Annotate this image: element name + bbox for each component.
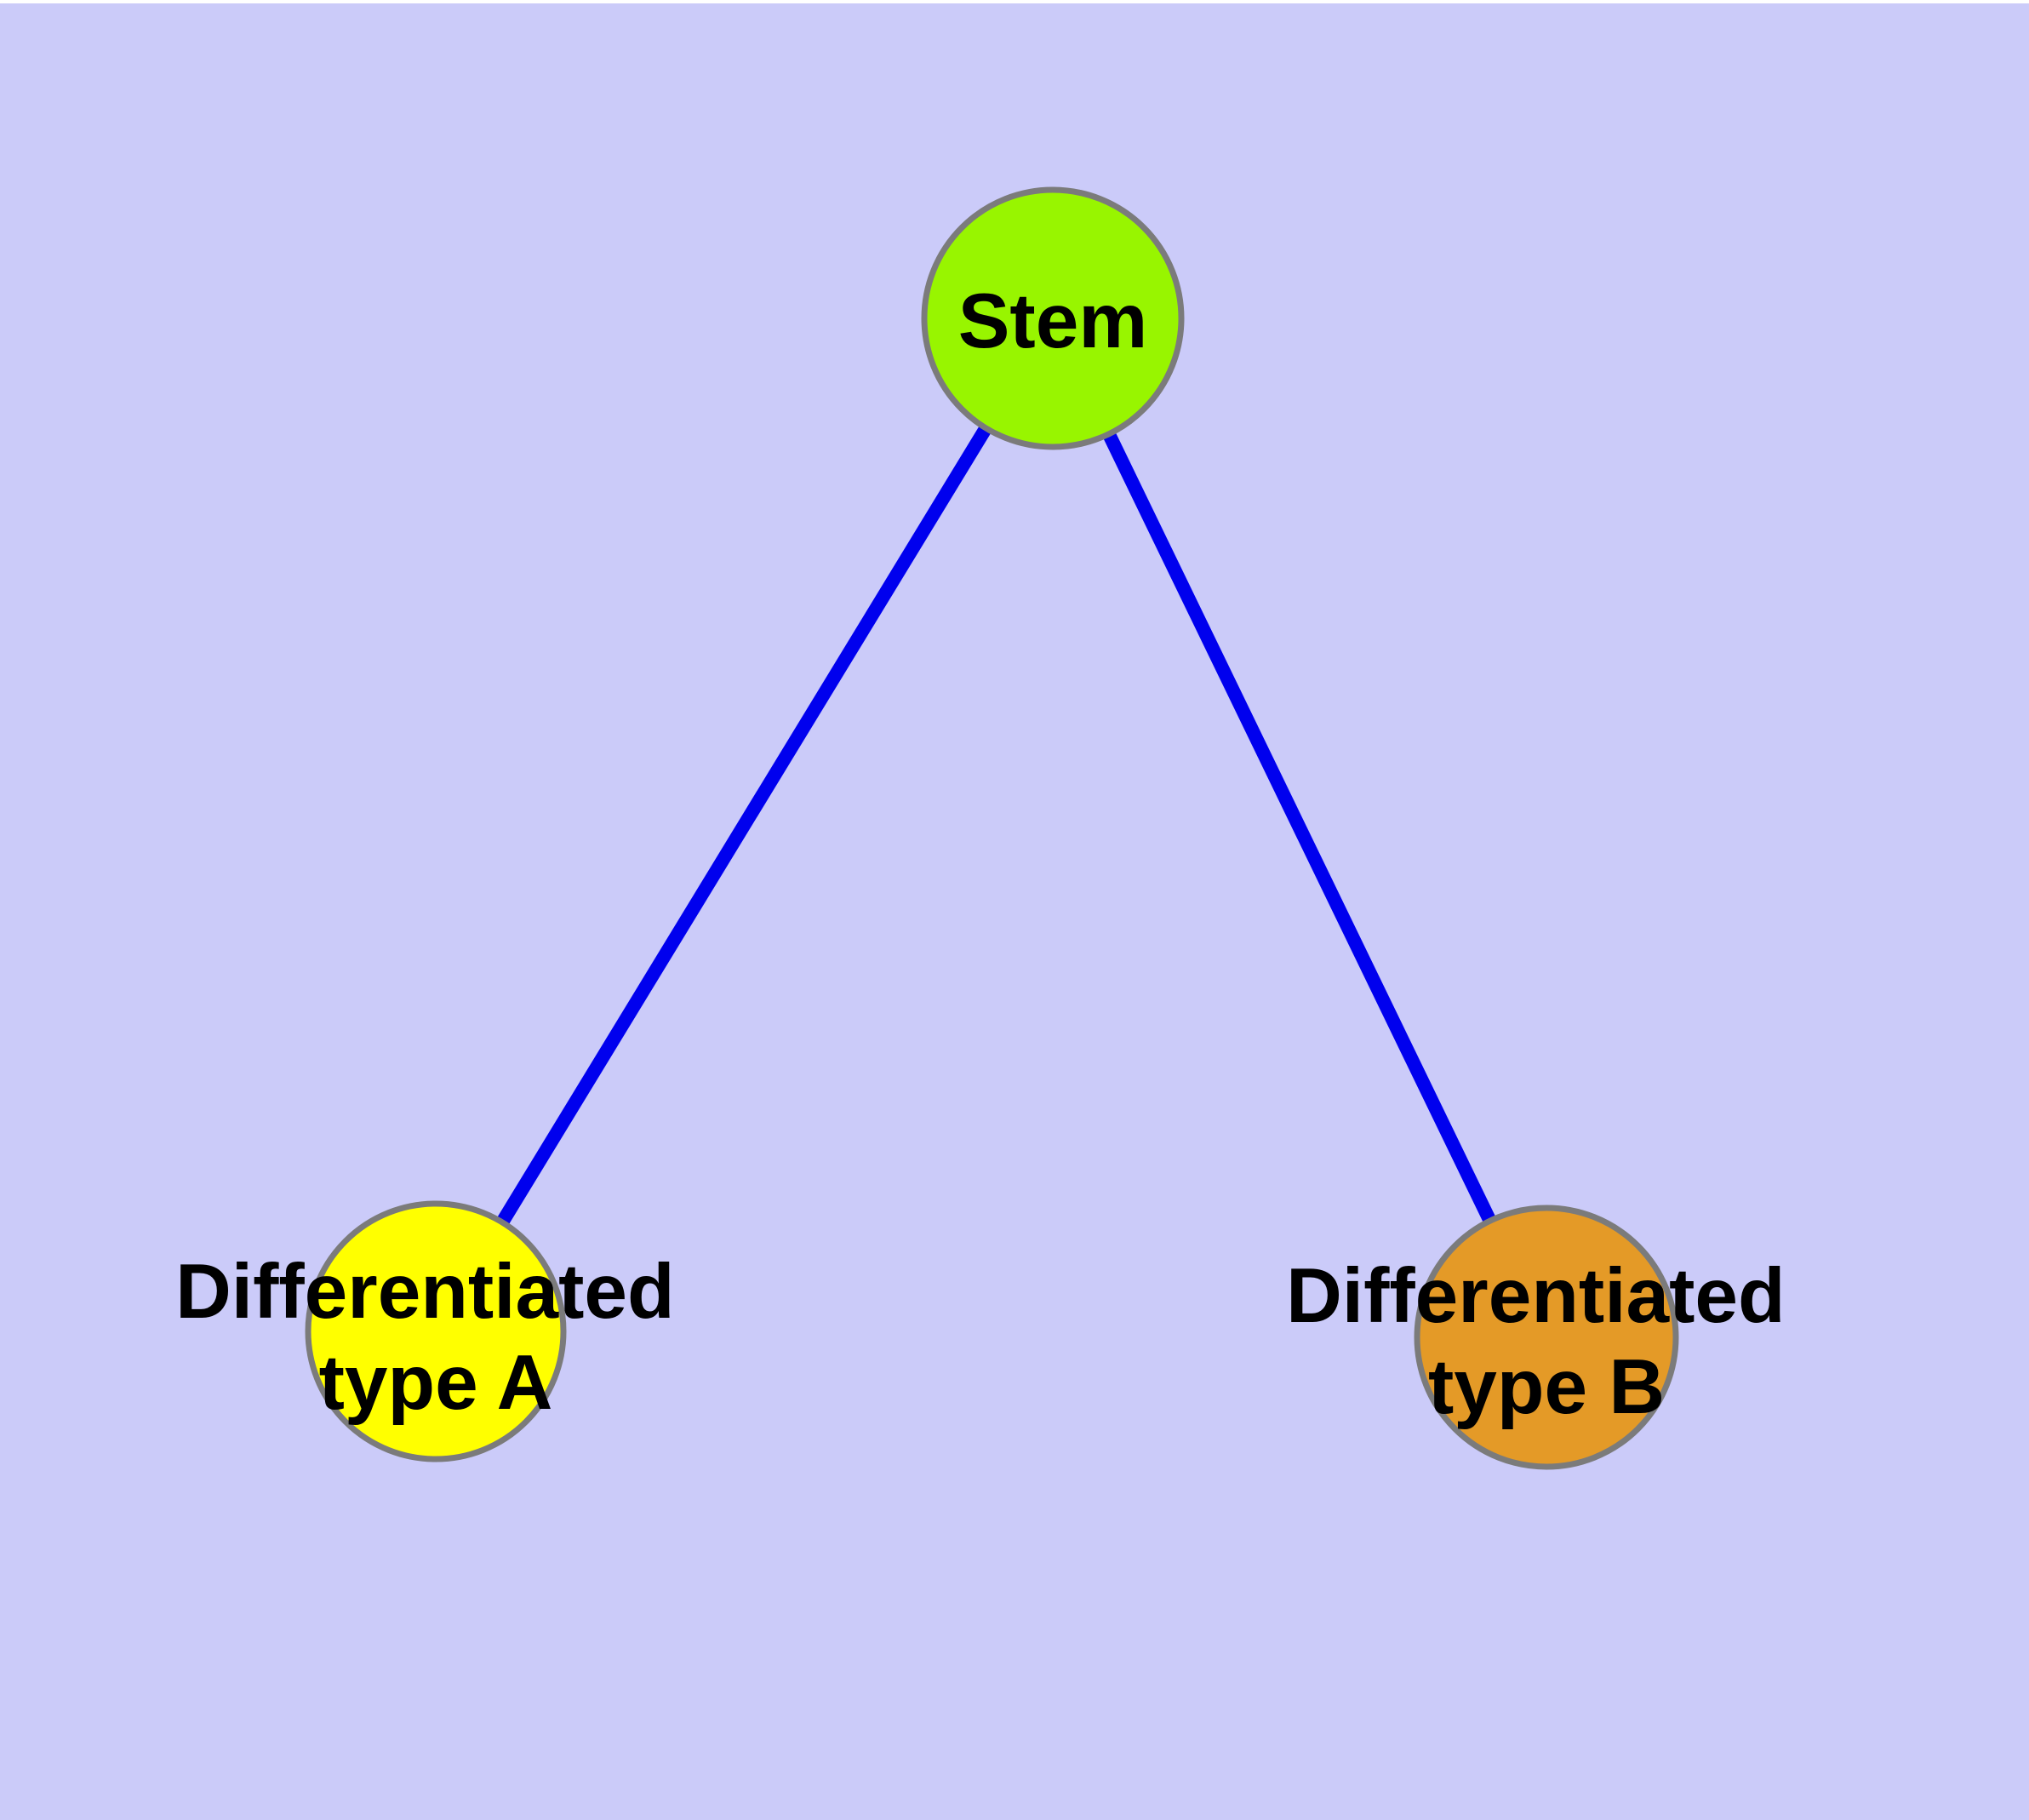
node-type-b-label-line2: type B [1428,1344,1665,1430]
node-type-a-label-line2: type A [319,1340,553,1426]
node-type-b-label: Differentiated type B [1286,1253,1807,1430]
edge-stem-to-type-b [1046,315,1553,1341]
node-differentiated-type-a[interactable] [305,1200,567,1462]
node-stem-label: Stem [958,278,1148,364]
node-type-b-label-line1: Differentiated [1286,1253,1786,1339]
edge-stem-to-type-a [430,314,1059,1336]
node-type-a-label: Differentiated type A [175,1249,696,1426]
node-stem[interactable] [921,186,1185,450]
node-type-a-label-line1: Differentiated [175,1249,675,1335]
top-margin [0,0,2029,3]
node-differentiated-type-b[interactable] [1414,1205,1679,1470]
